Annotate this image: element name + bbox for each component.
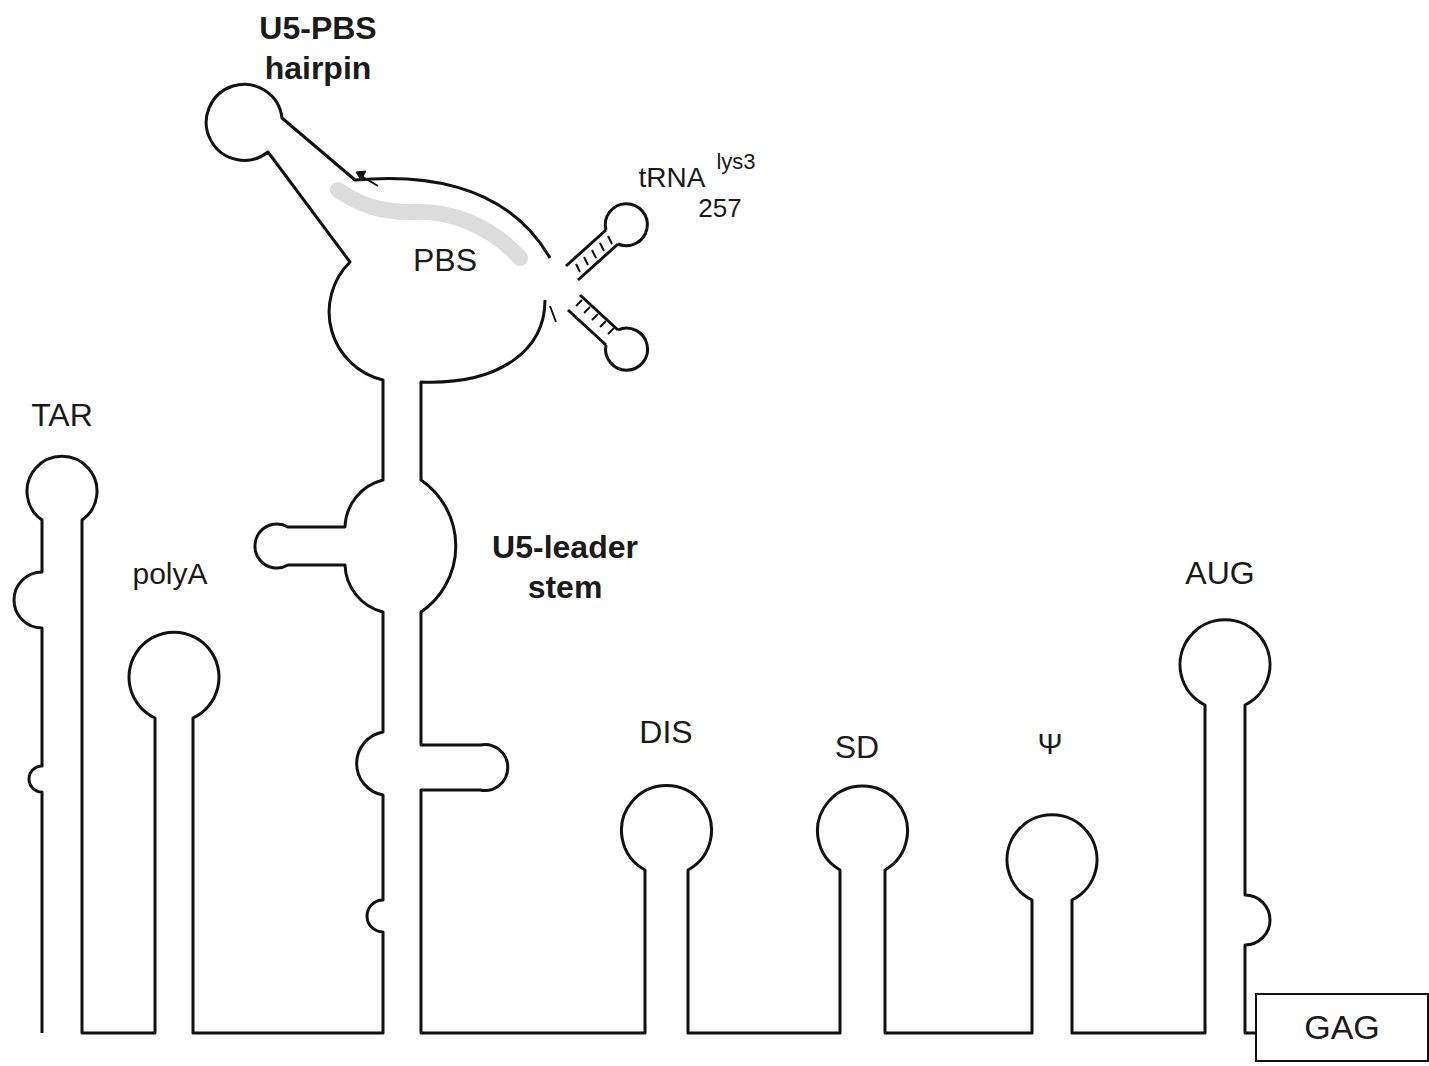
structure-label: SD (835, 727, 879, 767)
structure-label: polyA (132, 555, 207, 593)
trna-loop (606, 328, 648, 370)
structure-label: Ψ (1037, 725, 1062, 763)
rna-strand (421, 300, 1270, 1033)
rna-strand (14, 84, 550, 1033)
structure-label: U5-leader stem (475, 527, 655, 607)
structure-label: PBS (413, 240, 477, 280)
structure-label: U5-PBS hairpin (233, 8, 403, 88)
trna-loop (605, 204, 647, 246)
structure-label: TAR (31, 395, 93, 435)
structure-label: 257 (698, 192, 741, 225)
structure-label: AUG (1185, 553, 1254, 593)
structure-label: lys3 (716, 148, 755, 176)
trna-stem (568, 295, 618, 345)
tick (550, 306, 556, 322)
structure-label: DIS (639, 712, 692, 752)
gene-name: GAG (1304, 1008, 1380, 1047)
arrowhead (356, 171, 366, 180)
trna-pairs (576, 300, 614, 334)
trna-pairs (576, 236, 612, 272)
gene-box: GAG (1255, 993, 1429, 1062)
trna-stem (566, 230, 618, 280)
structure-label: tRNA (639, 160, 706, 195)
